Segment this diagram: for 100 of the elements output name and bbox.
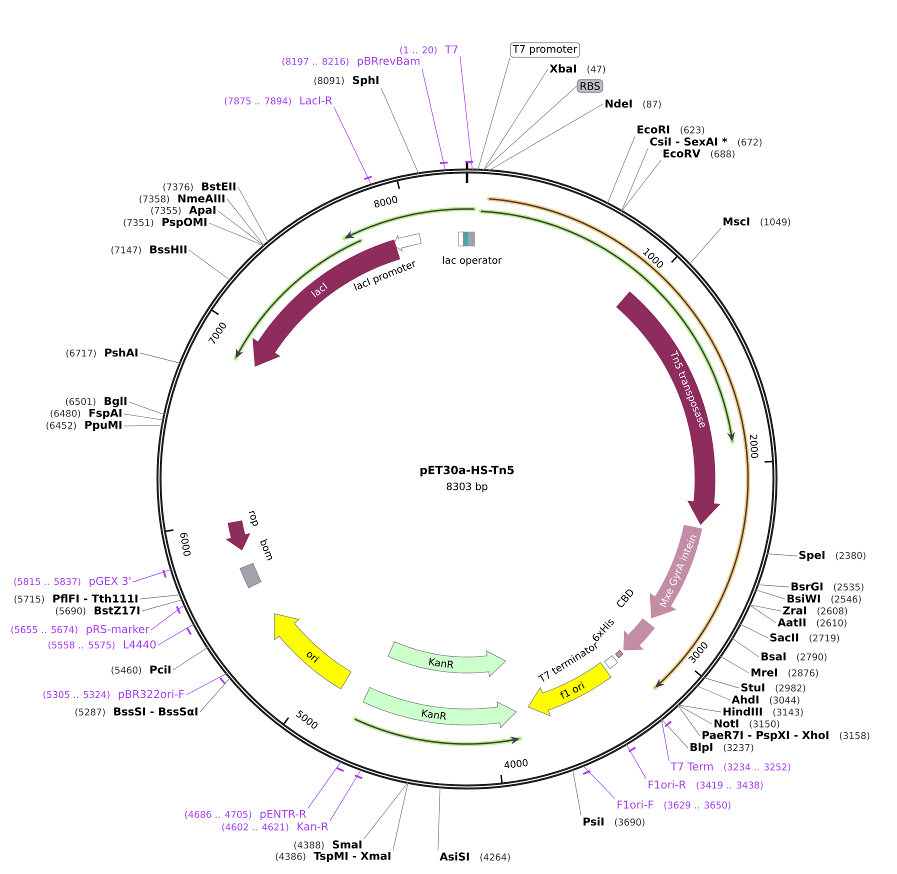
- leader-line: [158, 624, 194, 646]
- site-label: ZraI (2608): [783, 606, 848, 616]
- leader-line: [488, 104, 604, 172]
- gene-feature: KanR: [388, 641, 506, 678]
- primer-label: (1 .. 20) T7: [400, 45, 458, 55]
- site-label: NdeI (87): [606, 99, 661, 109]
- leader-line: [392, 782, 408, 851]
- leader-line: [482, 68, 548, 171]
- node-label: bom: [260, 539, 272, 561]
- node-label: rop: [248, 510, 258, 526]
- site-label: MreI (2876): [752, 668, 818, 678]
- leader-line: [308, 760, 342, 809]
- site-label: BlpI (3237): [690, 742, 754, 754]
- site-label: (7351) PspOMI: [124, 218, 206, 228]
- site-label: (5460) PciI: [112, 665, 170, 675]
- leader-line: [132, 569, 172, 582]
- site-label: CsiI - SexAI * (672): [650, 137, 762, 147]
- leader-line: [140, 594, 181, 600]
- site-label: XbaI (47): [550, 64, 606, 74]
- leader-line: [364, 782, 408, 840]
- site-label: MscI (1049): [724, 217, 790, 227]
- leader-line: [757, 584, 790, 588]
- site-label: StuI (2982): [741, 683, 806, 693]
- leader-line: [755, 589, 786, 600]
- primer-label: (4686 .. 4705) pENTR-R: [185, 810, 306, 820]
- feature-box: T7 promoter: [510, 42, 580, 58]
- leader-line: [677, 704, 712, 724]
- primer-label: F1ori-R (3419 .. 3438): [648, 780, 763, 790]
- leader-line: [720, 656, 750, 674]
- leader-line: [186, 673, 228, 696]
- site-label: SpeI (2380): [799, 550, 866, 562]
- feature-box: RBS: [576, 79, 604, 93]
- site-label: AsiSI (4264): [440, 852, 510, 862]
- leader-line: [200, 677, 231, 712]
- leader-line: [748, 604, 776, 624]
- site-label: BsrGI (2535): [792, 582, 864, 592]
- site-label: (6717) PshAI: [66, 348, 138, 358]
- leader-line: [172, 646, 208, 670]
- scale-label: 8000: [374, 196, 398, 208]
- site-label: (4388) SmaI: [294, 840, 362, 850]
- leader-line: [460, 56, 473, 170]
- leader-line: [606, 136, 636, 204]
- site-label: (7147) BssHII: [111, 245, 186, 255]
- scale-label: 4000: [504, 759, 528, 768]
- leader-line: [748, 604, 782, 612]
- site-label: PsiI (3690): [584, 817, 644, 827]
- leader-line: [740, 624, 768, 638]
- site-label: (4386) TspMI - XmaI: [276, 852, 390, 862]
- leader-line: [696, 685, 730, 700]
- leader-line: [661, 718, 688, 748]
- site-label: EcoRV (688): [664, 149, 734, 159]
- gene-feature: KanR: [362, 687, 518, 728]
- primer-label: (7875 .. 7894) LacI-R: [224, 96, 332, 106]
- leader-line: [477, 57, 510, 171]
- leader-line: [140, 352, 181, 364]
- site-label: (6480) FspAI: [50, 408, 122, 420]
- primer-label: (5305 .. 5324) pBR322ori-F: [43, 690, 184, 700]
- site-label: BsaI (2790): [762, 652, 827, 662]
- scale-label: 2000: [750, 434, 758, 458]
- leader-line: [238, 186, 269, 243]
- leader-line: [688, 228, 722, 265]
- site-label: SacII (2719): [770, 633, 840, 643]
- primer-label: (5655 .. 5674) pRS-marker: [11, 624, 150, 636]
- leader-line: [621, 148, 648, 212]
- site-label: (6452) PpuMI: [46, 420, 122, 432]
- site-label: (8091) SphI: [314, 76, 378, 86]
- leader-line: [677, 704, 722, 712]
- site-label: (6501) BglI: [66, 396, 126, 408]
- primer-label: (4602 .. 4621) Kan-R: [222, 822, 328, 832]
- leader-line: [218, 210, 265, 246]
- primer-label: (5558 .. 5575) L4440: [48, 640, 156, 650]
- leader-line: [226, 198, 265, 246]
- site-label: BsiWI (2546): [788, 594, 861, 604]
- leader-line: [422, 68, 446, 172]
- leader-line: [124, 414, 164, 420]
- leader-line: [482, 86, 578, 171]
- leader-line: [380, 88, 419, 174]
- site-label: (7358) NmeAIII: [140, 194, 224, 204]
- leader-line: [661, 718, 670, 762]
- leader-line: [438, 786, 440, 852]
- leader-line: [124, 425, 164, 426]
- leader-line: [766, 553, 798, 556]
- site-label: (5690) BstZ17I: [56, 606, 140, 616]
- scale-label: 6000: [180, 532, 191, 556]
- primer-label: (5815 .. 5837) pGEX 3': [14, 576, 130, 588]
- leader-line: [334, 106, 372, 186]
- leader-line: [208, 222, 265, 246]
- site-label: (5715) PflFI - Tth111I: [14, 594, 138, 604]
- leader-line: [621, 160, 662, 212]
- site-label: (7376) BstEII: [163, 182, 236, 192]
- site-label: HindIII (3143): [724, 707, 803, 717]
- leader-line: [150, 604, 186, 630]
- leader-line: [188, 250, 231, 281]
- leader-line: [330, 769, 362, 822]
- site-label: AatII (2610): [778, 618, 846, 628]
- site-label: NotI (3150): [714, 719, 780, 729]
- site-label: (7355) ApaI: [151, 206, 216, 216]
- site-label: EcoRI (623): [638, 125, 704, 135]
- primer-label: (8197 .. 8216) pBRrevBam: [282, 56, 420, 68]
- leader-line: [626, 744, 646, 780]
